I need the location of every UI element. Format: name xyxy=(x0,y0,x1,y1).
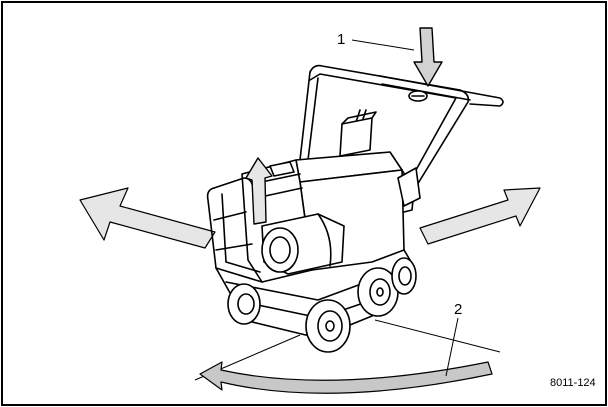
arrow-down-icon xyxy=(413,27,443,87)
callout-label-2: 2 xyxy=(454,301,463,318)
curved-arrow-icon xyxy=(199,361,493,394)
callout-label-1: 1 xyxy=(337,31,346,48)
leader-line-2 xyxy=(445,317,459,377)
leader-line-1 xyxy=(351,39,415,51)
figure-code: 8011-124 xyxy=(550,377,596,389)
pressure-washer-illustration xyxy=(206,64,504,353)
arrow-right-icon xyxy=(419,187,541,245)
arrow-up-icon xyxy=(245,157,273,225)
arrow-left-icon xyxy=(79,187,216,249)
